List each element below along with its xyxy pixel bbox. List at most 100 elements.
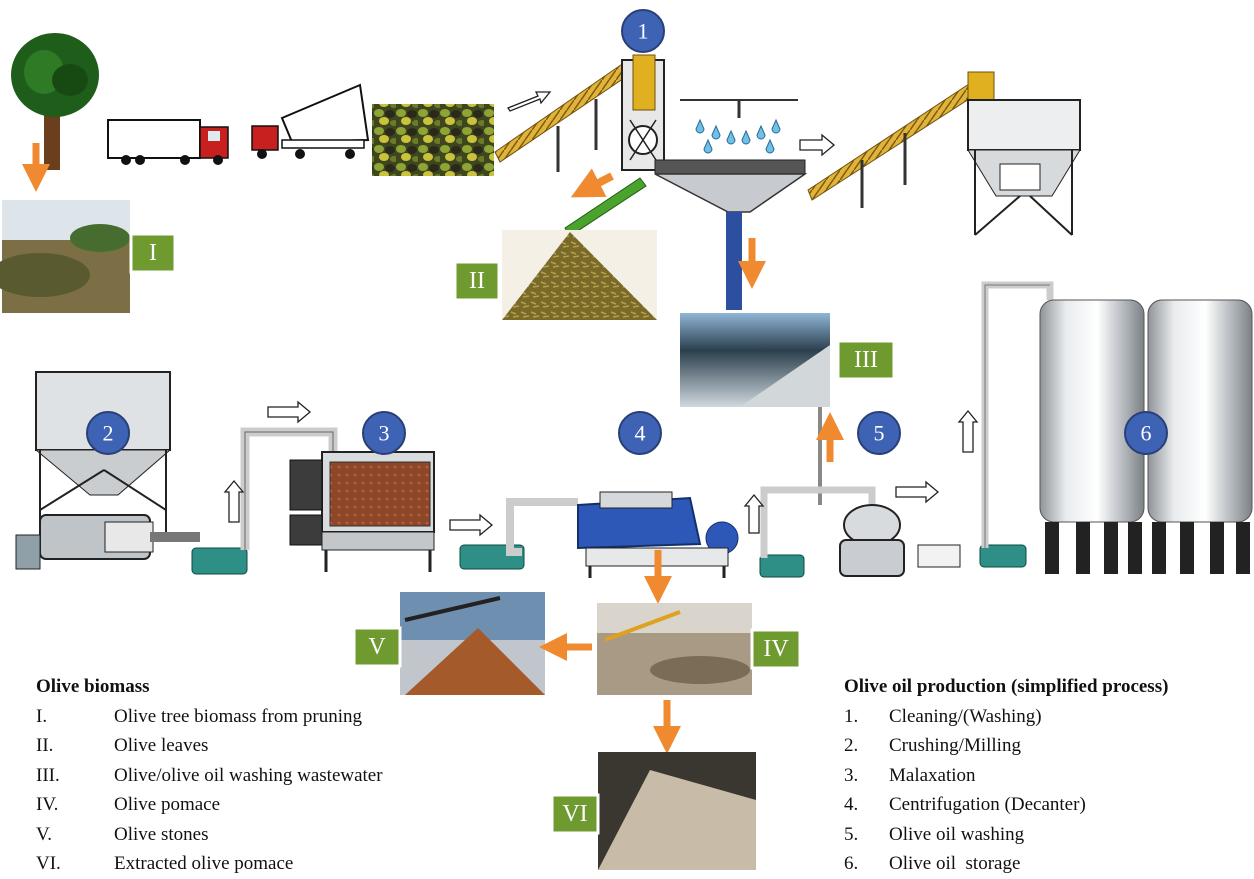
pump-4 (979, 544, 1027, 568)
legend-item-num: 5. (844, 823, 859, 845)
tag-II (453, 260, 501, 302)
pruning-photo (0, 200, 130, 313)
flow-arrow-up-2 (743, 493, 765, 534)
step-1-label: 1 (638, 19, 649, 44)
truck-icon (107, 119, 229, 165)
legend-item-text: Olive/olive oil washing wastewater (114, 764, 383, 786)
legend-biomass: Olive biomass I. Olive tree biomass from … (36, 672, 383, 879)
crusher-mill (15, 371, 200, 570)
legend-biomass-item: III. Olive/olive oil washing wastewater (36, 761, 383, 791)
step-3-label: 3 (379, 421, 390, 446)
legend-item-text: Olive oil storage (889, 853, 1021, 874)
legend-item-num: III. (36, 764, 60, 786)
legend-item-text: Olive pomace (114, 794, 221, 815)
pipe-to-separator (760, 486, 876, 558)
leaves-conveyor (564, 177, 647, 237)
flow-arrow-olives (507, 91, 552, 112)
legend-item-text: Extracted olive pomace (114, 853, 294, 874)
tag-VI (550, 793, 600, 835)
decanter (577, 491, 739, 578)
legend-production-item: 5. Olive oil washing (844, 820, 1168, 850)
step-6-badge (1124, 411, 1168, 455)
tag-VI-label: VI (562, 801, 587, 827)
legend-production-title: Olive oil production (simplified process… (844, 676, 1169, 697)
tag-III-label: III (854, 347, 878, 373)
legend-item-text: Crushing/Milling (889, 735, 1021, 756)
step-1-badge (621, 9, 665, 53)
step-4-badge (618, 411, 662, 455)
legend-biomass-title: Olive biomass (36, 676, 150, 697)
legend-item-num: I. (36, 705, 48, 727)
legend-production: Olive oil production (simplified process… (844, 672, 1168, 879)
legend-biomass-item: IV. Olive pomace (36, 790, 383, 820)
storage-tanks (1039, 299, 1253, 574)
olives-photo (372, 104, 494, 176)
flow-arrow-right-3 (895, 480, 940, 504)
legend-biomass-item: VI. Extracted olive pomace (36, 849, 383, 879)
conveyor-1 (494, 59, 637, 172)
stones-photo (400, 592, 545, 695)
legend-item-num: II. (36, 735, 54, 756)
tag-V-label: V (368, 634, 386, 660)
flow-arrow-up-1 (223, 479, 245, 523)
flow-arrow-to-leaves (570, 168, 614, 198)
legend-production-item: 6. Olive oil storage (844, 849, 1168, 879)
legend-production-item: 1. Cleaning/(Washing) (844, 702, 1168, 732)
legend-biomass-item: I. Olive tree biomass from pruning (36, 702, 383, 732)
tag-I-label: I (149, 240, 157, 266)
legend-item-text: Malaxation (889, 764, 976, 786)
flow-arrow-up-3 (957, 409, 979, 453)
legend-biomass-item: V. Olive stones (36, 820, 383, 850)
pomace-photo (597, 603, 752, 695)
legend-production-item: 3. Malaxation (844, 761, 1168, 791)
legend-item-num: V. (36, 823, 53, 845)
flow-arrow-right-2 (449, 513, 494, 537)
wastewater-photo (680, 313, 830, 407)
tag-III (836, 339, 896, 381)
storage-hopper (967, 99, 1081, 236)
step-6-label: 6 (1141, 421, 1152, 446)
legend-item-text: Olive tree biomass from pruning (114, 705, 363, 727)
legend-item-num: 1. (844, 705, 859, 727)
legend-item-num: IV. (36, 794, 59, 815)
legend-item-num: 4. (844, 794, 859, 815)
legend-item-text: Olive oil washing (889, 823, 1025, 845)
legend-item-text: Centrifugation (Decanter) (889, 794, 1086, 815)
tag-V (352, 626, 402, 668)
olive-tree-icon (11, 33, 99, 170)
malaxer (289, 451, 435, 572)
tag-I (129, 232, 177, 274)
conveyor-2 (807, 71, 995, 208)
legend-biomass-item: II. Olive leaves (36, 731, 383, 761)
tag-II-label: II (469, 268, 485, 294)
centrifugal-separator (839, 504, 961, 577)
step-5-badge (857, 411, 901, 455)
tag-IV (750, 628, 802, 670)
legend-item-num: 3. (844, 764, 859, 786)
flow-arrow-right-1 (267, 400, 312, 424)
tag-IV-label: IV (763, 636, 789, 662)
legend-item-text: Cleaning/(Washing) (889, 705, 1042, 727)
legend-item-num: 6. (844, 853, 859, 874)
legend-production-item: 4. Centrifugation (Decanter) (844, 790, 1168, 820)
step-2-label: 2 (103, 421, 114, 446)
legend-item-text: Olive leaves (114, 735, 209, 756)
step-3-badge (362, 411, 406, 455)
step-5-label: 5 (874, 421, 885, 446)
leaves-photo (502, 230, 657, 320)
tipper-truck-icon (251, 83, 370, 159)
washing-tank (654, 99, 808, 310)
cleaning-machine (621, 54, 665, 171)
pipe-to-decanter (506, 498, 578, 556)
legend-item-text: Olive stones (114, 823, 209, 845)
legend-item-num: VI. (36, 853, 61, 874)
step-2-badge (86, 411, 130, 455)
legend-production-item: 2. Crushing/Milling (844, 731, 1168, 761)
extracted-pomace-photo (598, 752, 756, 870)
legend-item-num: 2. (844, 735, 859, 756)
step-4-label: 4 (635, 421, 646, 446)
flow-arrow-washing (799, 133, 836, 157)
pump-3 (759, 554, 805, 578)
